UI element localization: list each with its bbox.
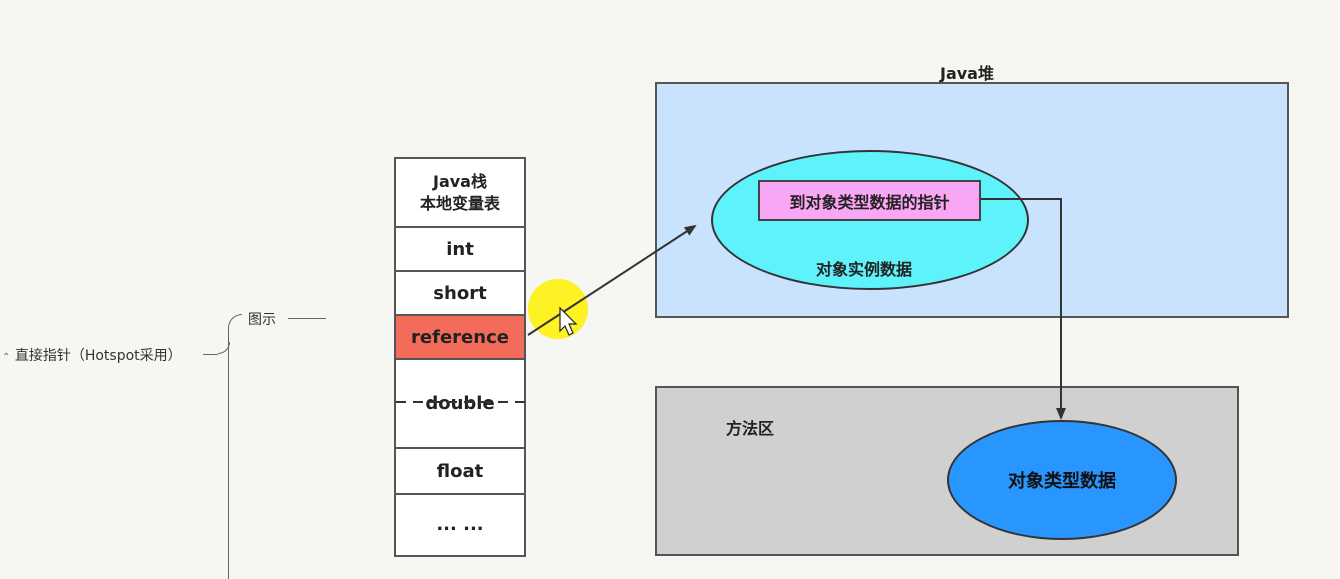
mindmap-parent-node[interactable]: ⌃ 直接指针（Hotspot采用） <box>2 345 182 365</box>
expand-caret-icon[interactable]: ⌃ <box>2 352 11 363</box>
mouse-cursor-icon <box>559 306 578 336</box>
stack-slot-more: ... ... <box>436 513 484 535</box>
type-pointer-box: 到对象类型数据的指针 <box>758 180 981 221</box>
stack-slot-reference: reference <box>396 316 524 360</box>
object-type-ellipse: 对象类型数据 <box>947 420 1177 540</box>
mindmap-connector <box>203 354 218 355</box>
mindmap-child-connector <box>288 318 326 319</box>
reference-arrow <box>527 224 697 336</box>
stack-title: Java栈 <box>433 171 487 191</box>
mindmap-child-label: 图示 <box>248 312 276 328</box>
stack-header: Java栈 本地变量表 <box>396 159 524 228</box>
mindmap-bracket <box>228 314 242 579</box>
java-stack-table: Java栈 本地变量表 int short reference double f… <box>394 157 526 557</box>
mindmap-child-node[interactable]: 图示 <box>248 309 276 329</box>
mindmap-parent-label: 直接指针（Hotspot采用） <box>14 348 182 364</box>
method-area-title: 方法区 <box>726 419 775 438</box>
stack-slot-short: short <box>396 272 524 316</box>
heap-title: Java堆 <box>940 64 994 83</box>
object-instance-label: 对象实例数据 <box>816 260 913 279</box>
stack-slot-float: float <box>396 449 524 495</box>
method-area-region <box>655 386 1239 556</box>
stack-subtitle: 本地变量表 <box>419 193 500 213</box>
stack-slot-double: double <box>396 360 524 449</box>
stack-slot-int: int <box>396 228 524 272</box>
type-pointer-arrow <box>981 198 1066 420</box>
